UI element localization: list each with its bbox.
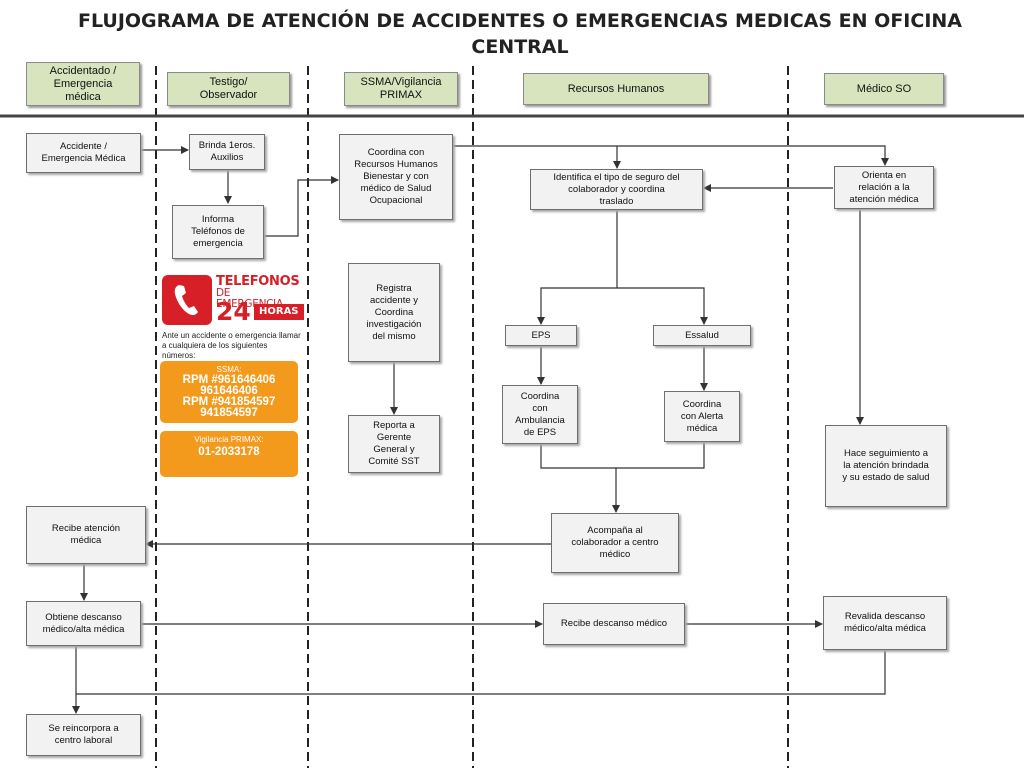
arrow-identifica-eps [537, 210, 618, 325]
step-recibe-atencion: Recibe atención médica [26, 506, 146, 564]
step-essalud: Essalud [653, 325, 751, 346]
step-orienta: Orienta en relación a la atención médica [834, 166, 934, 209]
arrow-identifica-essalud [617, 287, 708, 325]
lane-header-ssma: SSMA/Vigilancia PRIMAX [344, 72, 458, 106]
step-recibe-descanso: Recibe descanso médico [543, 603, 685, 645]
lane-header-testigo: Testigo/ Observador [167, 72, 290, 106]
step-coordina-ambulancia: Coordina con Ambulancia de EPS [502, 385, 578, 444]
lane-header-medico: Médico SO [824, 73, 944, 105]
arrow-coordina-identifica [453, 145, 621, 169]
step-identifica-seguro: Identifica el tipo de seguro del colabor… [530, 169, 703, 210]
lane-label: Recursos Humanos [567, 82, 665, 95]
step-obtiene-descanso: Obtiene descanso médico/alta médica [26, 601, 141, 646]
emergency-horas: HORAS [254, 304, 304, 320]
vigilancia-number: 01-2033178 [198, 446, 260, 458]
step-revalida: Revalida descanso médico/alta médica [823, 596, 947, 650]
step-coordina-alerta: Coordina con Alerta médica [664, 391, 740, 442]
emergency-24: 24 [216, 297, 251, 326]
return-line [76, 650, 886, 695]
lane-dividers [155, 66, 789, 768]
lane-label: SSMA/Vigilancia PRIMAX [360, 76, 442, 101]
step-eps: EPS [505, 325, 577, 346]
page-title: FLUJOGRAMA DE ATENCIÓN DE ACCIDENTES O E… [78, 10, 962, 58]
lane-label: Médico SO [856, 82, 912, 95]
ssma-numbers-card: SSMA: RPM #961646406 961646406 RPM #9418… [160, 361, 298, 423]
ssma-numbers: RPM #961646406 961646406 RPM #941854597 … [182, 374, 276, 419]
lane-label: Accidentado / Emergencia médica [49, 64, 117, 103]
step-acompana: Acompaña al colaborador a centro médico [551, 513, 679, 573]
emergency-logo: TELEFONOS DE EMERGENCIA 24 HORAS [162, 274, 304, 326]
step-brinda-auxilios: Brinda 1eros. Auxilios [189, 134, 265, 170]
vigilancia-card: Vigilancia PRIMAX: 01-2033178 [160, 431, 298, 477]
step-accidente: Accidente / Emergencia Médica [26, 133, 141, 173]
phone-icon [162, 275, 212, 325]
emergency-subtitle: DE EMERGENCIA [216, 287, 283, 310]
step-reporta-gerente: Reporta a Gerente General y Comité SST [348, 415, 440, 473]
step-informa-telefonos: Informa Teléfonos de emergencia [172, 205, 264, 259]
emergency-phones-panel: TELEFONOS DE EMERGENCIA 24 HORAS Ante un… [160, 273, 304, 483]
vigilancia-label: Vigilancia PRIMAX: [194, 435, 264, 444]
step-reincorpora: Se reincorpora a centro laboral [26, 714, 141, 756]
ssma-label: SSMA: [216, 365, 242, 374]
step-coordina-rrhh: Coordina con Recursos Humanos Bienestar … [339, 134, 453, 220]
arrow-informa-coordina [264, 176, 339, 237]
step-registra-accidente: Registra accidente y Coordina investigac… [348, 263, 440, 362]
lane-label: Testigo/ Observador [199, 76, 258, 101]
lane-header-rrhh: Recursos Humanos [523, 73, 709, 105]
arrow-coordina-orienta [617, 145, 889, 166]
emergency-word: TELEFONOS [216, 274, 300, 289]
emergency-note: Ante un accidente o emergencia llamar a … [162, 331, 301, 360]
merge-line [540, 442, 705, 469]
step-seguimiento: Hace seguimiento a la atención brindada … [825, 425, 947, 507]
lane-header-accidentado: Accidentado / Emergencia médica [26, 62, 140, 106]
